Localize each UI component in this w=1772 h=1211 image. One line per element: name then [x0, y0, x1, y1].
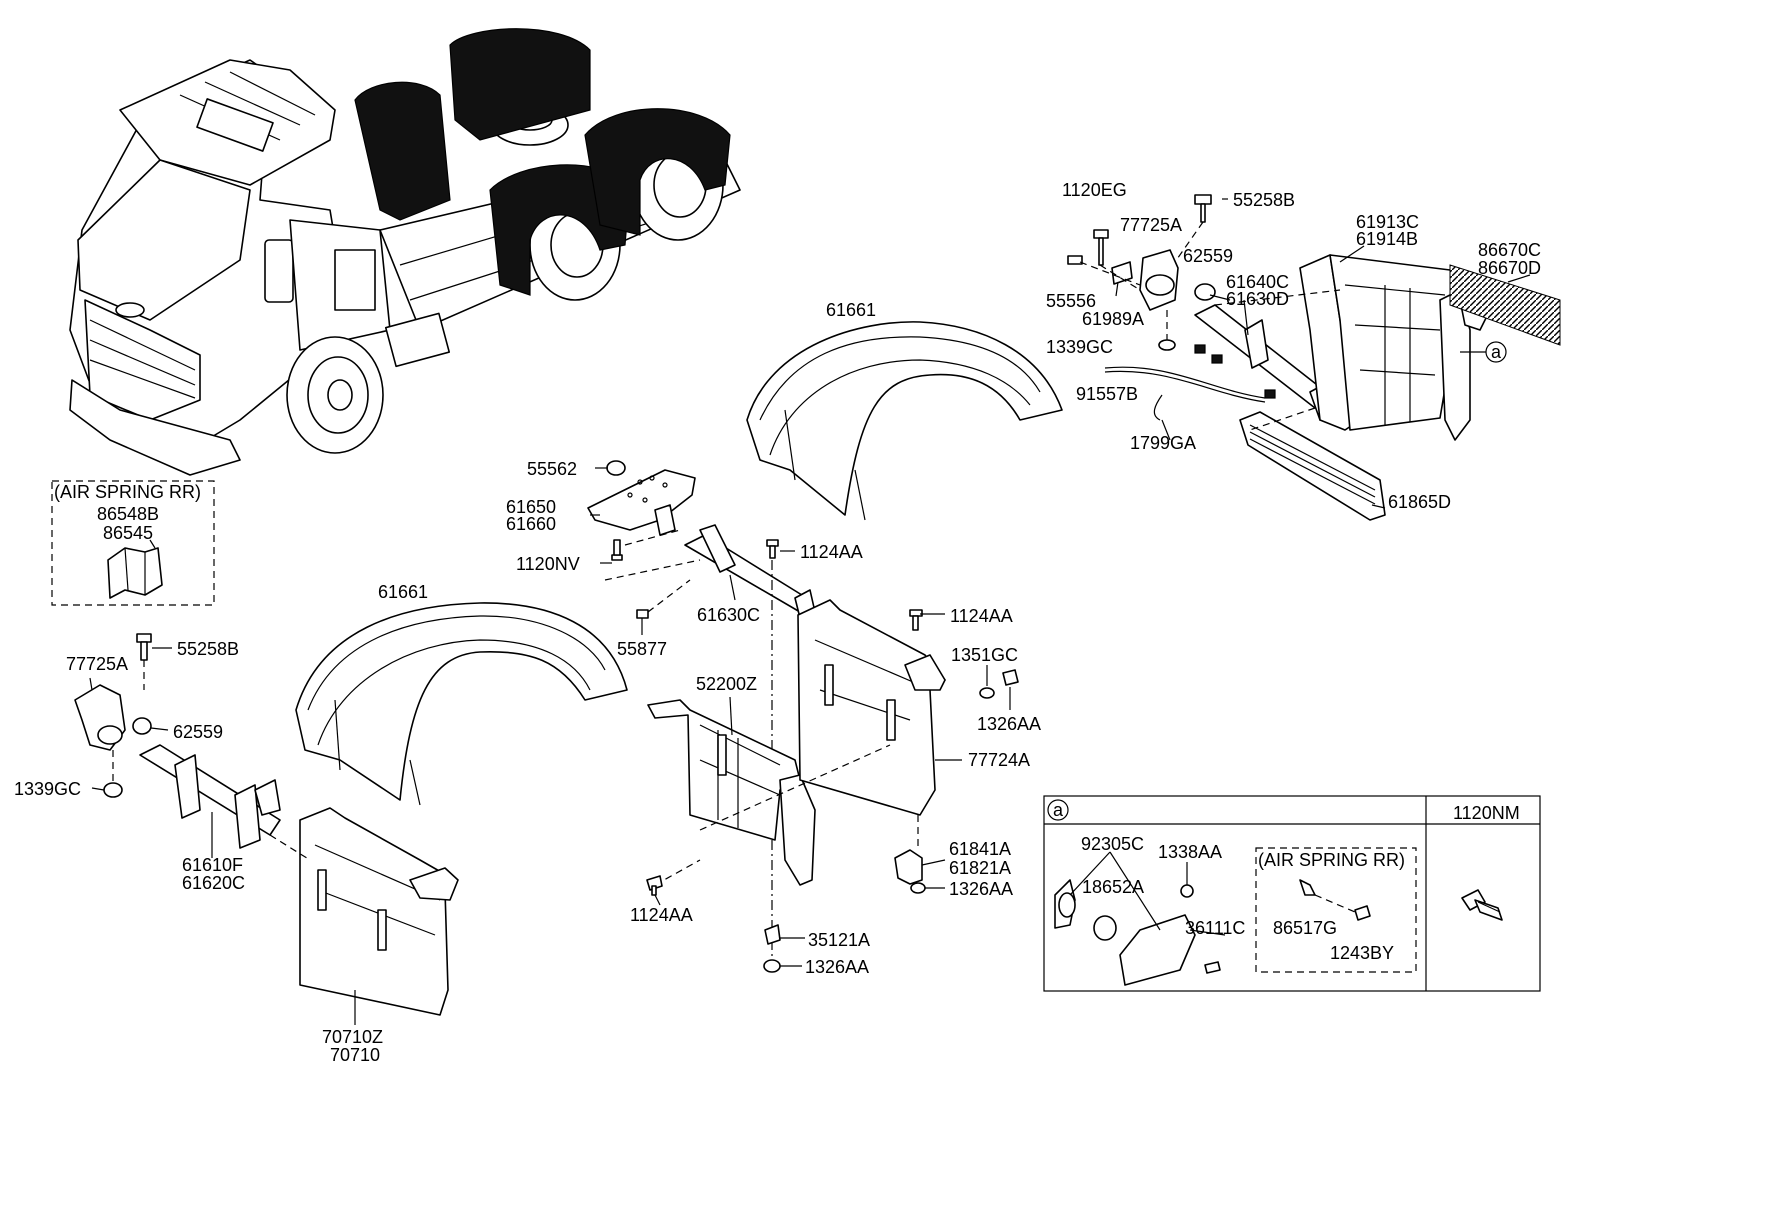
- label-61865d: 61865D: [1388, 492, 1451, 512]
- label-61610f: 61610F: [182, 855, 243, 875]
- label-86670d: 86670D: [1478, 258, 1541, 278]
- label-1326aa-c: 1326AA: [805, 957, 869, 977]
- labels: 55258B 1120EG 77725A 62559 55556 61989A …: [14, 180, 1541, 1065]
- mudflap-77724a: [654, 599, 1019, 886]
- center-bracket-group: [587, 460, 816, 973]
- label-62559-top: 62559: [1183, 246, 1233, 266]
- label-52200z: 52200Z: [696, 674, 757, 694]
- label-36111c: 36111C: [1185, 918, 1245, 938]
- label-77725a-left: 77725A: [66, 654, 128, 674]
- label-70710: 70710: [330, 1045, 380, 1065]
- label-55258b-top: 55258B: [1233, 190, 1295, 210]
- table-a-header: a: [1053, 800, 1064, 820]
- label-18652a: 18652A: [1082, 877, 1144, 897]
- label-1326aa-a: 1326AA: [977, 714, 1041, 734]
- label-1124aa-a: 1124AA: [800, 542, 863, 562]
- label-1799ga: 1799GA: [1130, 433, 1196, 453]
- truck-illustration: [69, 28, 741, 476]
- label-61660: 61660: [506, 514, 556, 534]
- label-86517g: 86517G: [1273, 918, 1337, 938]
- callout-a: a: [1491, 342, 1502, 362]
- label-55877: 55877: [617, 639, 667, 659]
- table-1120nm-header: 1120NM: [1453, 803, 1520, 823]
- rear-light-assembly-group: [1067, 194, 1561, 521]
- label-61821a: 61821A: [949, 858, 1011, 878]
- left-bracket-assembly: [74, 633, 281, 849]
- label-61989a: 61989A: [1082, 309, 1144, 329]
- label-86545: 86545: [103, 523, 153, 543]
- label-1243by: 1243BY: [1330, 943, 1394, 963]
- label-1120eg: 1120EG: [1062, 180, 1127, 200]
- label-55556: 55556: [1046, 291, 1096, 311]
- label-61661-top: 61661: [826, 300, 876, 320]
- mudflap-70710z: [269, 807, 459, 1016]
- mudguard-61661-mid: [295, 602, 628, 806]
- label-55258b-left: 55258B: [177, 639, 239, 659]
- label-55562: 55562: [527, 459, 577, 479]
- label-70710z: 70710Z: [322, 1027, 383, 1047]
- label-92305c: 92305C: [1081, 834, 1144, 854]
- label-1351gc: 1351GC: [951, 645, 1018, 665]
- label-1124aa-c: 1124AA: [630, 905, 693, 925]
- label-35121a: 35121A: [808, 930, 870, 950]
- label-61620c: 61620C: [182, 873, 245, 893]
- label-air-spring-table: (AIR SPRING RR): [1258, 850, 1405, 870]
- label-61914b: 61914B: [1356, 229, 1418, 249]
- label-62559-left: 62559: [173, 722, 223, 742]
- label-1124aa-b: 1124AA: [950, 606, 1013, 626]
- label-91557b: 91557B: [1076, 384, 1138, 404]
- label-1338aa: 1338AA: [1158, 842, 1222, 862]
- label-86548b: 86548B: [97, 504, 159, 524]
- label-air-spring-left: (AIR SPRING RR): [54, 482, 201, 502]
- label-1339gc-left: 1339GC: [14, 779, 81, 799]
- bolt-1124aa-c: [646, 875, 663, 896]
- bracket-61841a: [894, 815, 926, 894]
- label-1339gc-top: 1339GC: [1046, 337, 1113, 357]
- label-77725a-top: 77725A: [1120, 215, 1182, 235]
- label-61630d: 61630D: [1226, 289, 1289, 309]
- air-spring-rr-left-box: [51, 480, 215, 606]
- label-61841a: 61841A: [949, 839, 1011, 859]
- label-61650: 61650: [506, 497, 556, 517]
- label-1326aa-b: 1326AA: [949, 879, 1013, 899]
- label-86670c: 86670C: [1478, 240, 1541, 260]
- detail-table: [1043, 795, 1541, 992]
- label-61913c: 61913C: [1356, 212, 1419, 232]
- label-77724a: 77724A: [968, 750, 1030, 770]
- leader-lines: [89, 467, 1011, 1025]
- mudguard-61661-top: [746, 321, 1063, 521]
- mudflap-52200z: [647, 699, 816, 886]
- label-61661-mid: 61661: [378, 582, 428, 602]
- label-61640c: 61640C: [1226, 272, 1289, 292]
- label-61630c: 61630C: [697, 605, 760, 625]
- label-1120nv: 1120NV: [516, 554, 580, 574]
